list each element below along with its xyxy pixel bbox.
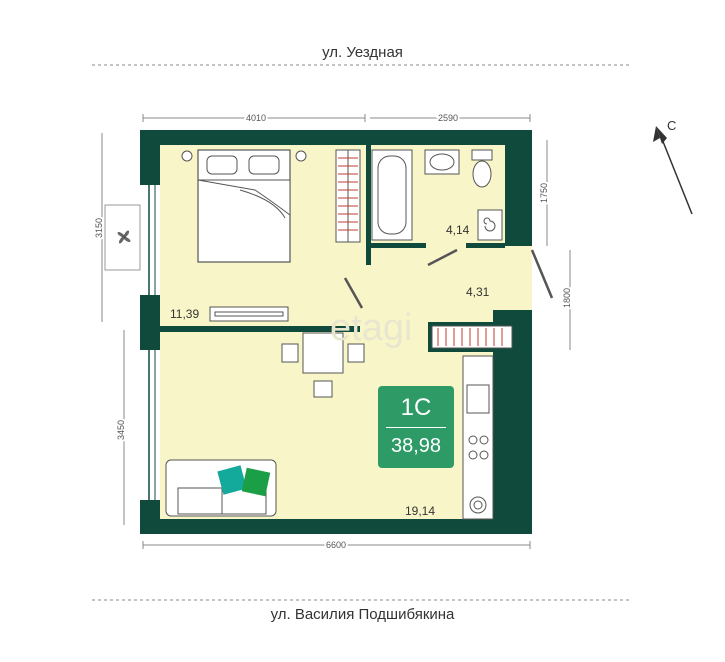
tv-stand: [209, 306, 289, 322]
dim-left-lower: 3450: [116, 420, 126, 440]
apartment-type: 1С: [400, 394, 432, 421]
hall-wardrobe: [428, 322, 516, 352]
watermark: etagi: [330, 307, 412, 349]
dim-bottom: 6600: [326, 540, 346, 550]
bath-wall-bottom: [371, 243, 426, 248]
hall-area: 4,31: [466, 285, 490, 299]
stove-icon: [468, 435, 489, 460]
dim-left-upper: 3150: [94, 218, 104, 238]
entrance-door: [530, 249, 554, 299]
sofa: [165, 459, 277, 517]
bath-wall-left: [366, 145, 371, 265]
bedroom-area: 11,39: [170, 307, 199, 321]
street-bottom-label: ул. Василия Подшибякина: [270, 606, 455, 623]
entrance-gap: [505, 246, 532, 310]
compass-arrow-icon: [653, 126, 693, 215]
boiler-icon: [477, 209, 503, 241]
badge-divider: [386, 427, 446, 428]
toilet-icon: [471, 149, 493, 188]
street-top-label: ул. Уездная: [322, 44, 403, 61]
total-area: 38,98: [390, 435, 442, 457]
fan-icon: [117, 230, 131, 244]
kitchen-counter: [462, 355, 494, 520]
dim-top-right: 2590: [438, 113, 458, 123]
bed: [181, 149, 307, 263]
washing-machine-icon: [469, 496, 487, 514]
bath-wall-bottom-right: [466, 243, 505, 248]
dining-table: [281, 332, 365, 398]
window-living: [140, 350, 160, 500]
bedroom-door: [343, 277, 364, 309]
sink-icon: [466, 384, 490, 414]
bathroom-door: [427, 248, 458, 267]
bedroom-wall: [160, 326, 360, 332]
dimension-lines: [101, 114, 571, 549]
dim-right-upper: 1750: [539, 183, 549, 203]
sink-icon: [424, 149, 460, 175]
apartment-badge: 1С 38,98: [378, 386, 454, 468]
compass-label: С: [667, 118, 677, 133]
window-bedroom: [140, 185, 160, 295]
living-area: 19,14: [405, 504, 435, 518]
bathroom-area: 4,14: [446, 223, 470, 237]
dim-top-left: 4010: [246, 113, 266, 123]
bathtub-icon: [371, 149, 413, 241]
bedroom-wardrobe: [335, 149, 361, 243]
kitchen-wall: [493, 310, 515, 519]
dim-right-lower: 1800: [562, 288, 572, 308]
